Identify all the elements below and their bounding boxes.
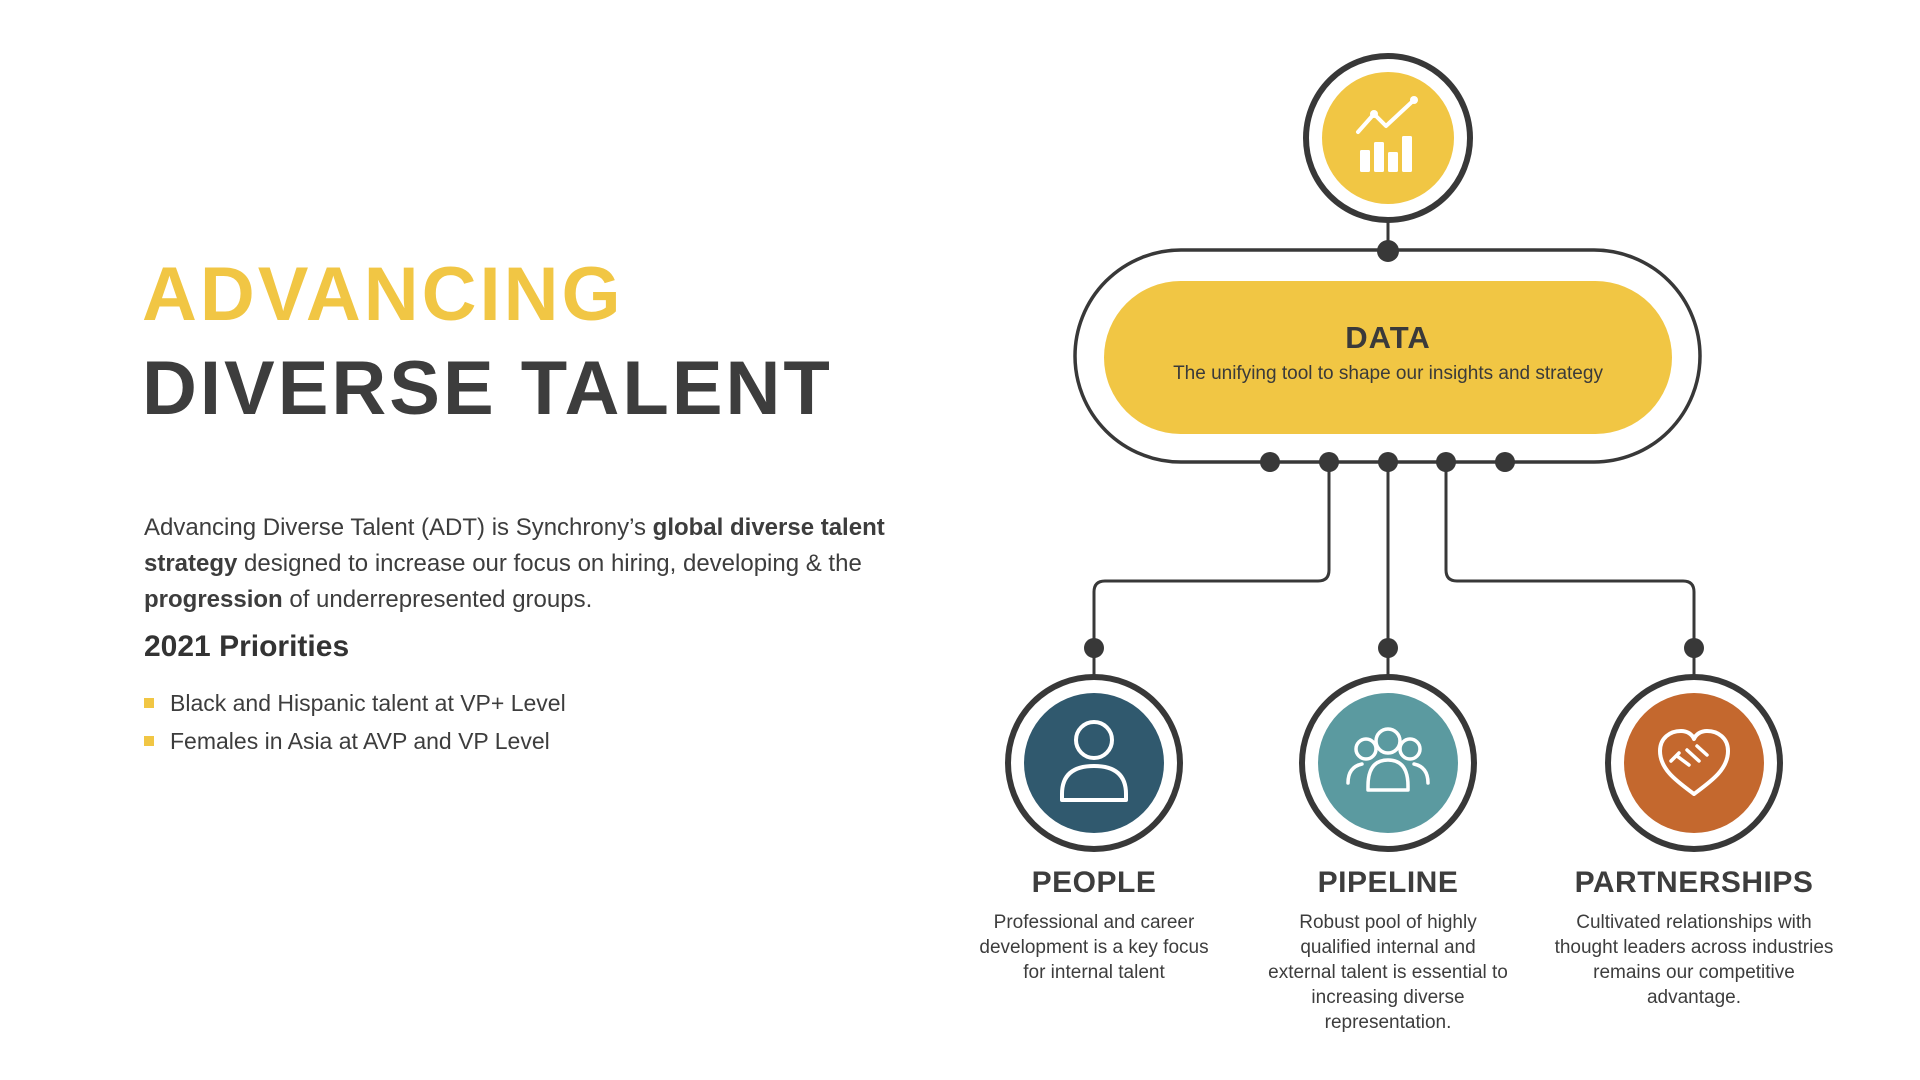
- pipeline-node-circle: [1299, 674, 1477, 852]
- people-node-circle: [1005, 674, 1183, 852]
- partnerships-node-label: PARTNERSHIPS: [1574, 866, 1814, 899]
- intro-seg3: designed to increase our focus on hiring…: [237, 550, 862, 577]
- pipeline-node-description: Robust pool of highly qualified internal…: [1268, 912, 1508, 1033]
- people-group-icon: [1346, 727, 1430, 792]
- partnerships-node-description: Cultivated relationships with thought le…: [1554, 912, 1834, 1008]
- priority-item-label: Black and Hispanic talent at VP+ Level: [170, 689, 566, 716]
- intro-seg1: Advancing Diverse Talent (ADT) is Synchr…: [144, 514, 653, 541]
- people-circle: [1024, 693, 1164, 833]
- pipeline-circle: [1318, 693, 1458, 833]
- data-node-text: DATA The unifying tool to shape our insi…: [1104, 320, 1672, 385]
- connector-dots: [1084, 240, 1704, 658]
- people-node-description: Professional and career development is a…: [979, 912, 1209, 983]
- square-bullet-icon: [144, 698, 154, 708]
- page-title-line2: DIVERSE TALENT: [142, 346, 833, 431]
- bar-line-chart-icon: [1356, 96, 1418, 172]
- data-node-subtitle: The unifying tool to shape our insights …: [1173, 363, 1603, 384]
- priority-item-label: Females in Asia at AVP and VP Level: [170, 727, 550, 754]
- intro-paragraph: Advancing Diverse Talent (ADT) is Synchr…: [144, 510, 936, 618]
- partnerships-node-circle: [1605, 674, 1783, 852]
- intro-seg4-bold: progression: [144, 586, 283, 613]
- people-node-label: PEOPLE: [1031, 866, 1157, 899]
- data-node-title: DATA: [1345, 320, 1431, 355]
- connector-left: [1092, 462, 1331, 677]
- data-source-node: [1303, 53, 1473, 223]
- partnerships-circle: [1624, 693, 1764, 833]
- list-item: Females in Asia at AVP and VP Level: [144, 722, 566, 760]
- page-title-line1: ADVANCING: [142, 252, 624, 337]
- data-source-circle: [1322, 72, 1454, 204]
- list-item: Black and Hispanic talent at VP+ Level: [144, 684, 566, 722]
- pipeline-node-label: PIPELINE: [1317, 866, 1459, 899]
- intro-seg2-bold: global diverse talent strategy: [144, 514, 885, 577]
- priorities-heading: 2021 Priorities: [144, 630, 350, 663]
- square-bullet-icon: [144, 736, 154, 746]
- data-pill: [1104, 281, 1672, 434]
- intro-seg5: of underrepresented groups.: [282, 586, 593, 613]
- heart-handshake-icon: [1658, 729, 1730, 796]
- person-icon: [1060, 720, 1128, 802]
- connector-right: [1444, 462, 1696, 677]
- page-title: ADVANCING DIVERSE TALENT: [142, 248, 833, 436]
- priorities-list: Black and Hispanic talent at VP+ Level F…: [144, 684, 566, 760]
